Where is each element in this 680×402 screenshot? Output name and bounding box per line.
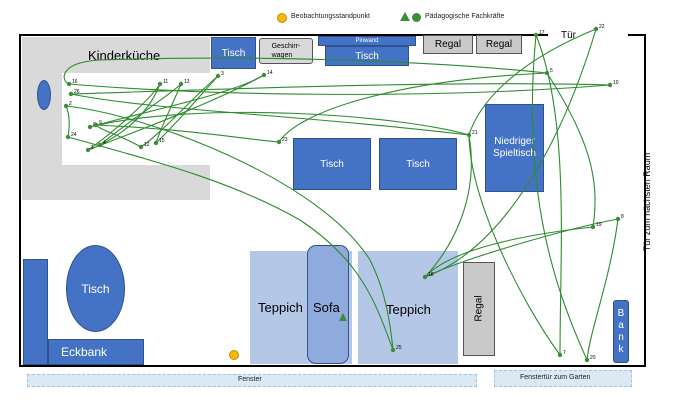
educator-point-label-10: 10 [613, 80, 619, 86]
educator-point-11 [157, 81, 163, 87]
educator-point-label-17: 17 [539, 30, 545, 36]
dish-cart: Geschirr- wagen [259, 38, 313, 64]
educator-point-22 [593, 26, 599, 32]
educator-point-25 [390, 347, 396, 353]
legend: Beobachtungsstandpunkt Pädagogische Fach… [275, 12, 555, 26]
shelf-3 [463, 262, 495, 356]
educator-point-14 [261, 72, 267, 78]
educator-point-12 [138, 144, 144, 150]
educator-point-26 [68, 91, 74, 97]
educator-point-label-14: 14 [267, 70, 273, 76]
observation-point-icon [277, 13, 287, 23]
educator-point-6 [87, 124, 93, 130]
window-label: Fenster [238, 376, 262, 383]
educator-point-label-4: 4 [103, 140, 106, 146]
sofa [307, 245, 349, 364]
corner-bench: Eckbank [48, 339, 144, 365]
educator-point-label-13: 13 [184, 79, 190, 85]
garden-door-label: Fenstertür zum Garten [520, 374, 591, 381]
educator-point-label-7: 7 [563, 350, 566, 356]
educator-point-label-11: 11 [163, 79, 168, 85]
educator-point-23 [276, 139, 282, 145]
window-strip [27, 374, 477, 387]
shelf-1: Regal [423, 35, 473, 54]
educator-point-label-5: 5 [550, 68, 553, 74]
educator-point-label-19: 19 [596, 222, 602, 228]
educator-point-label-16: 16 [72, 79, 78, 85]
educator-point-label-22: 22 [599, 24, 605, 30]
observation-point-marker [229, 350, 239, 360]
educator-point-21 [466, 132, 472, 138]
educator-point-label-18: 18 [428, 272, 434, 278]
educator-triangle-marker [339, 313, 347, 321]
table-top: Tisch [211, 37, 256, 69]
educator-point-label-9: 9 [99, 120, 102, 126]
shelf-2: Regal [476, 35, 522, 54]
table-mid-1: Tisch [293, 138, 371, 190]
sink-oval [37, 80, 51, 110]
legend-observation-label: Beobachtungsstandpunkt [291, 13, 371, 20]
educator-point-2 [63, 103, 69, 109]
educator-point-1 [85, 147, 91, 153]
educator-point-18 [422, 274, 428, 280]
pinboard-table: Tisch [325, 46, 409, 66]
educator-point-label-15: 15 [159, 138, 165, 144]
educator-point-label-25: 25 [396, 345, 402, 351]
educator-point-10 [607, 82, 613, 88]
educator-point-label-1: 1 [91, 145, 94, 151]
educator-point-20 [584, 357, 590, 363]
rug-right-label: Teppich [386, 302, 431, 317]
educator-point-label-12: 12 [144, 142, 150, 148]
educator-point-8 [615, 216, 621, 222]
educator-point-9 [93, 122, 99, 128]
pinboard: Pinwand [318, 36, 416, 46]
educator-point-3 [215, 73, 221, 79]
sofa-label: Sofa [313, 300, 340, 315]
educator-point-label-21: 21 [472, 130, 478, 136]
educator-triangle-icon [400, 12, 410, 21]
table-mid-2: Tisch [379, 138, 457, 190]
educator-point-label-20: 20 [590, 355, 596, 361]
educator-circle-icon [412, 13, 421, 22]
rug-left-label: Teppich [258, 300, 303, 315]
educator-point-label-2: 2 [69, 101, 72, 107]
educator-point-16 [66, 81, 72, 87]
educator-point-13 [178, 81, 184, 87]
educator-point-7 [557, 352, 563, 358]
educator-point-label-3: 3 [221, 71, 224, 77]
educator-point-label-8: 8 [621, 214, 624, 220]
round-table: Tisch [66, 245, 125, 332]
bench-right: B a n k [613, 300, 629, 363]
educator-point-17 [533, 32, 539, 38]
play-table: Niedriger Spieltisch [485, 104, 544, 192]
educator-point-label-24: 24 [71, 132, 77, 138]
educator-point-5 [544, 70, 550, 76]
educator-point-4 [97, 142, 103, 148]
educator-point-15 [153, 140, 159, 146]
educator-point-label-23: 23 [282, 137, 288, 143]
door-label: Tür [561, 30, 576, 41]
garden-door-strip [494, 370, 632, 387]
legend-educators-label: Pädagogische Fachkräfte [425, 13, 505, 20]
educator-point-24 [65, 134, 71, 140]
corner-bench-vertical [23, 259, 48, 365]
educator-point-label-26: 26 [74, 89, 80, 95]
educator-point-19 [590, 224, 596, 230]
